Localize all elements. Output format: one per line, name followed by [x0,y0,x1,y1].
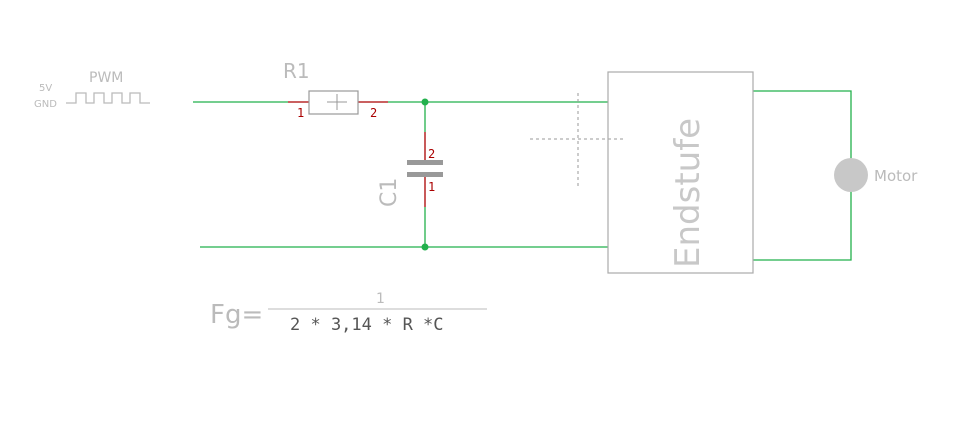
formula-lhs: Fg= [210,300,263,330]
motor-icon [834,158,868,192]
capacitor-pin1-label: 1 [428,180,435,194]
signal-name-label: PWM [89,70,123,86]
resistor-r1: R1 1 2 [283,59,388,120]
signal-high-label: 5V [39,83,52,94]
formula-numerator: 1 [376,291,385,307]
formula-denominator: 2 * 3,14 * R *C [290,315,444,335]
resistor-body [308,90,359,115]
pwm-waveform-icon [66,92,150,104]
resistor-ref-label: R1 [283,59,310,83]
junction-bottom [421,243,429,251]
capacitor-pin2-label: 2 [428,147,435,161]
amplifier-body [607,71,754,274]
wire-amp-to-motor-top [753,90,852,160]
capacitor-ref-label: C1 [377,178,402,207]
capacitor-c1: 2 1 C1 [377,132,443,207]
pwm-source: 5V GND PWM [34,70,150,110]
amplifier-block: Endstufe [607,71,754,274]
wire-motor-to-amp-bottom [753,191,852,261]
capacitor-plate-bottom [407,172,443,177]
resistor-pin1-label: 1 [297,106,304,120]
crosshair-marker [530,93,625,186]
wires [193,90,852,261]
resistor-pin2-label: 2 [370,106,377,120]
motor-label: Motor [874,167,918,185]
amplifier-label: Endstufe [668,118,708,268]
capacitor-plate-top [407,160,443,165]
junction-top [421,98,429,106]
signal-low-label: GND [34,99,57,110]
cutoff-formula: Fg= 1 2 * 3,14 * R *C [210,291,487,335]
motor: Motor [834,158,918,192]
